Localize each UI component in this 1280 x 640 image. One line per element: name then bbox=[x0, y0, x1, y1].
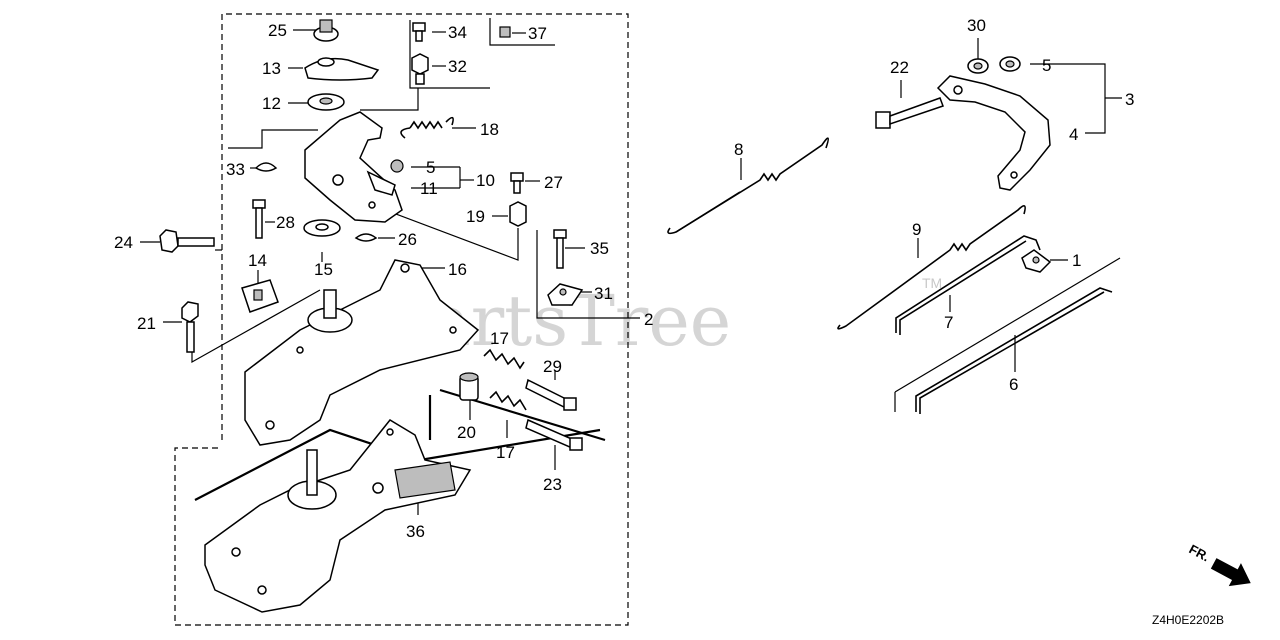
front-label: FR. bbox=[1187, 541, 1213, 564]
callout-11: 11 bbox=[420, 179, 438, 198]
callout-14: 14 bbox=[248, 251, 267, 270]
callout-22: 22 bbox=[890, 58, 909, 77]
callout-13: 13 bbox=[262, 59, 281, 78]
callout-25: 25 bbox=[268, 21, 287, 40]
bolt-27 bbox=[510, 172, 524, 194]
front-indicator: FR. bbox=[1187, 541, 1251, 587]
clip-14 bbox=[241, 279, 279, 313]
callout-4: 4 bbox=[1069, 125, 1078, 144]
callout-5-right: 5 bbox=[1042, 56, 1051, 75]
clip-31 bbox=[547, 283, 584, 306]
callout-15: 15 bbox=[314, 260, 333, 279]
bracket-lower bbox=[204, 419, 472, 613]
callout-6: 6 bbox=[1009, 375, 1018, 394]
nut-5-bracket bbox=[999, 56, 1021, 72]
callout-12: 12 bbox=[262, 94, 281, 113]
nut-5-lever bbox=[390, 159, 404, 173]
spring-17-upper bbox=[483, 348, 525, 370]
callout-26: 26 bbox=[398, 230, 417, 249]
callout-36: 36 bbox=[406, 522, 425, 541]
collar-20 bbox=[459, 372, 479, 401]
bolt-23 bbox=[525, 418, 583, 451]
rod-6 bbox=[894, 257, 1121, 414]
callout-18: 18 bbox=[480, 120, 499, 139]
bolt-24 bbox=[159, 229, 215, 253]
callout-17-lower: 17 bbox=[496, 443, 515, 462]
leader-lines bbox=[140, 18, 1122, 515]
callout-34: 34 bbox=[448, 23, 467, 42]
flange-nut-25 bbox=[313, 19, 339, 42]
callout-27: 27 bbox=[544, 173, 563, 192]
callout-8: 8 bbox=[734, 140, 743, 159]
bolt-28 bbox=[252, 199, 266, 239]
washer-12 bbox=[307, 93, 345, 111]
bolt-21 bbox=[181, 301, 199, 353]
nut-37 bbox=[499, 26, 511, 38]
callout-5: 5 bbox=[426, 158, 435, 177]
bolt-35 bbox=[553, 229, 567, 269]
washer-13 bbox=[304, 57, 380, 81]
stud-32 bbox=[411, 53, 429, 85]
wire-8 bbox=[667, 137, 830, 235]
spring-18 bbox=[400, 116, 454, 139]
callout-19: 19 bbox=[466, 207, 485, 226]
callout-33: 33 bbox=[226, 160, 245, 179]
callout-29: 29 bbox=[543, 357, 562, 376]
callout-28: 28 bbox=[276, 213, 295, 232]
callout-37: 37 bbox=[528, 24, 547, 43]
rod-7 bbox=[895, 235, 1041, 335]
callout-21: 21 bbox=[137, 314, 156, 333]
control-lever bbox=[304, 111, 403, 223]
callouts: 25 34 37 32 13 12 18 33 5 10 11 27 28 19… bbox=[114, 16, 1134, 541]
clip-1 bbox=[1021, 249, 1052, 273]
callout-7: 7 bbox=[944, 313, 953, 332]
callout-35: 35 bbox=[590, 239, 609, 258]
screw-34 bbox=[412, 22, 426, 42]
callout-32: 32 bbox=[448, 57, 467, 76]
assembly-boundary bbox=[174, 13, 629, 626]
callout-9: 9 bbox=[912, 220, 921, 239]
front-arrow-icon bbox=[1210, 558, 1251, 587]
callout-10: 10 bbox=[476, 171, 495, 190]
clip-26 bbox=[354, 233, 378, 242]
callout-30: 30 bbox=[967, 16, 986, 35]
callout-23: 23 bbox=[543, 475, 562, 494]
callout-31: 31 bbox=[594, 284, 613, 303]
callout-16: 16 bbox=[448, 260, 467, 279]
wire-9 bbox=[837, 205, 1026, 330]
callout-20: 20 bbox=[457, 423, 476, 442]
watermark-tm: TM bbox=[922, 275, 942, 291]
cable-bracket-4 bbox=[936, 75, 1051, 191]
callout-3: 3 bbox=[1125, 90, 1134, 109]
diagram-code: Z4H0E2202B bbox=[1152, 613, 1224, 627]
callout-24: 24 bbox=[114, 233, 133, 252]
callout-17-upper: 17 bbox=[490, 329, 509, 348]
bracket-upper bbox=[244, 259, 480, 446]
bolt-29 bbox=[525, 378, 577, 411]
clip-33 bbox=[254, 162, 278, 172]
bolt-22 bbox=[875, 97, 944, 129]
spring-17-lower bbox=[489, 390, 527, 411]
washer-15 bbox=[303, 219, 341, 237]
callout-1: 1 bbox=[1072, 251, 1081, 270]
nut-30 bbox=[967, 58, 989, 74]
collar-19 bbox=[509, 201, 527, 227]
callout-2: 2 bbox=[644, 310, 653, 329]
